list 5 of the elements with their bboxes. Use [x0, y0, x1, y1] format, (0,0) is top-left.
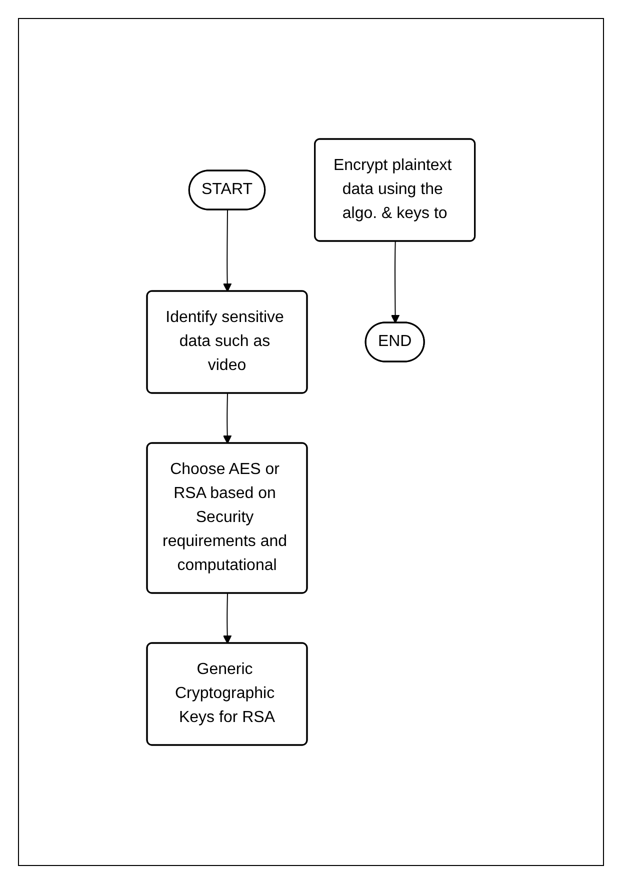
arrow [390, 241, 400, 324]
page-border: START Identify sensitive data such as video Choose AES or RSA based on Security requirements and computational Generic Cryptographic Keys for RSA Encrypt plaintext data using the algo. & keys to END [18, 18, 604, 866]
arrow [223, 210, 232, 292]
arrow [223, 393, 232, 444]
arrow [223, 593, 232, 644]
